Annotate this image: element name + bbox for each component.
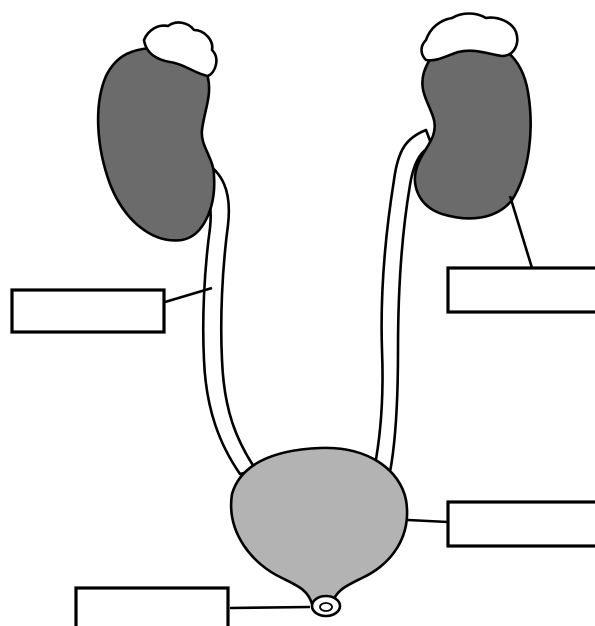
label-box-left-ureter[interactable]: [12, 290, 164, 332]
bladder: [231, 448, 407, 604]
label-box-urethra[interactable]: [76, 588, 228, 626]
leader-line-bladder: [408, 520, 448, 522]
left-kidney: [98, 47, 214, 240]
urethra-lumen: [320, 603, 332, 611]
label-box-bladder[interactable]: [448, 502, 595, 546]
right-kidney: [415, 39, 531, 218]
label-box-right-kidney[interactable]: [448, 268, 595, 312]
leader-line-right-kidney: [510, 196, 532, 268]
leader-line-urethra: [230, 607, 310, 608]
